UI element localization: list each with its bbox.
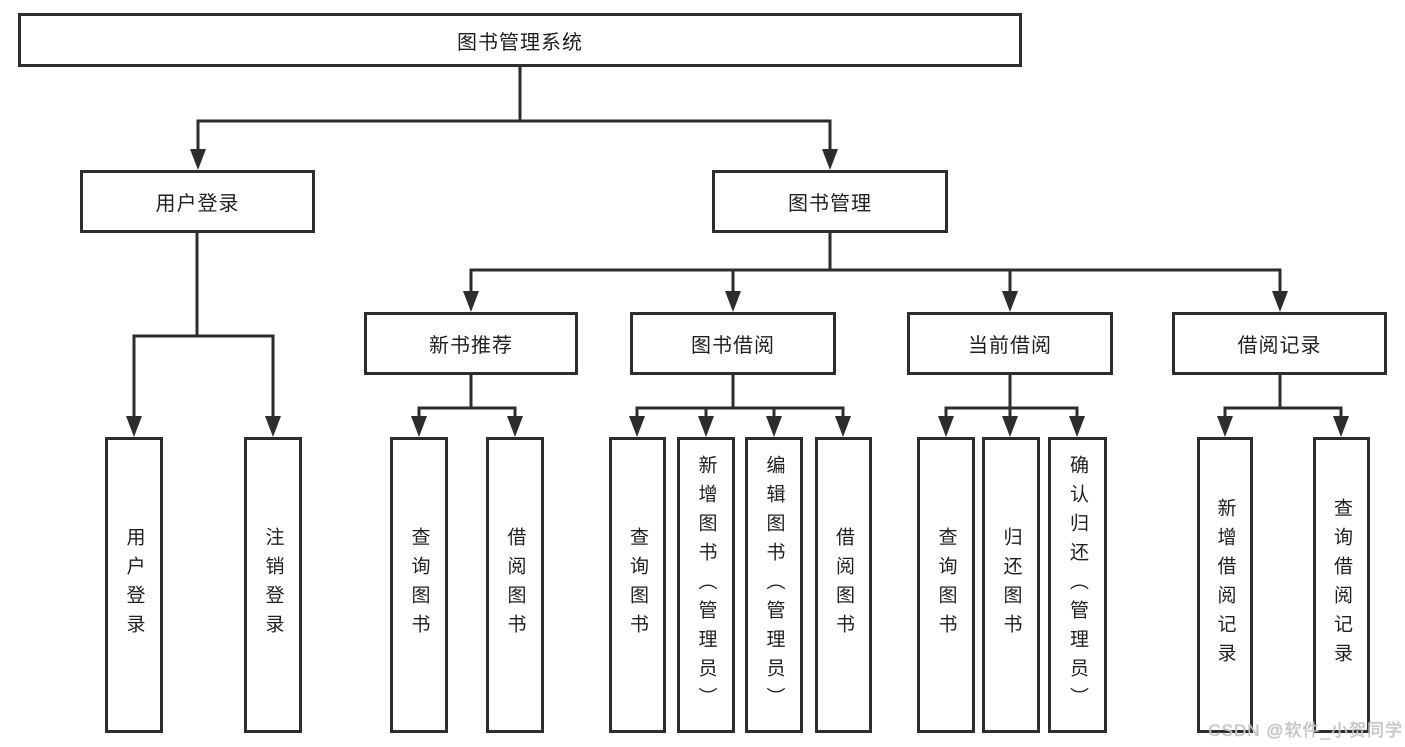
node-user-login-branch-label: 用户登录 — [155, 193, 240, 215]
leaf-query-books-recommend: 查询图书 — [390, 437, 448, 733]
node-book-borrowing-label: 图书借阅 — [691, 335, 775, 357]
leaf-add-borrow-record-label: 新增借阅记录 — [1214, 498, 1236, 672]
node-book-management-branch-label: 图书管理 — [788, 193, 872, 215]
leaf-query-books-current-label: 查询图书 — [935, 527, 957, 643]
leaf-logout-label: 注销登录 — [262, 527, 284, 643]
leaf-logout: 注销登录 — [244, 437, 302, 733]
leaf-user-login: 用户登录 — [105, 437, 163, 733]
leaf-query-books-borrowing-label: 查询图书 — [627, 527, 648, 643]
node-borrowing-records-label: 借阅记录 — [1237, 335, 1322, 357]
leaf-edit-books-admin: 编辑图书（管理员） — [745, 437, 803, 733]
leaf-return-books: 归还图书 — [982, 437, 1040, 733]
node-book-management-branch: 图书管理 — [712, 170, 948, 233]
leaf-query-borrow-record-label: 查询借阅记录 — [1331, 498, 1352, 672]
node-user-login-branch: 用户登录 — [80, 170, 315, 233]
leaf-add-borrow-record: 新增借阅记录 — [1197, 437, 1253, 733]
leaf-edit-books-admin-label: 编辑图书（管理员） — [763, 454, 785, 716]
leaf-query-borrow-record: 查询借阅记录 — [1313, 437, 1370, 733]
leaf-confirm-return-admin: 确认归还（管理员） — [1048, 437, 1107, 733]
leaf-query-books-recommend-label: 查询图书 — [408, 527, 430, 643]
node-new-book-recommend-label: 新书推荐 — [429, 335, 513, 357]
leaf-add-books-admin-label: 新增图书（管理员） — [695, 454, 717, 716]
leaf-borrow-books-borrowing-label: 借阅图书 — [833, 527, 854, 643]
node-root-system-label: 图书管理系统 — [457, 31, 583, 54]
node-borrowing-records: 借阅记录 — [1172, 312, 1387, 375]
node-root-system: 图书管理系统 — [18, 13, 1022, 67]
leaf-confirm-return-admin-label: 确认归还（管理员） — [1067, 454, 1088, 716]
node-current-borrowing-label: 当前借阅 — [968, 335, 1052, 357]
leaf-add-books-admin: 新增图书（管理员） — [677, 437, 735, 733]
leaf-query-books-current: 查询图书 — [917, 437, 975, 733]
leaf-borrow-books-borrowing: 借阅图书 — [815, 437, 872, 733]
leaf-borrow-books-recommend-label: 借阅图书 — [504, 527, 526, 643]
node-book-borrowing: 图书借阅 — [630, 312, 836, 375]
node-current-borrowing: 当前借阅 — [907, 312, 1113, 375]
node-new-book-recommend: 新书推荐 — [364, 312, 578, 375]
leaf-query-books-borrowing: 查询图书 — [609, 437, 666, 733]
leaf-user-login-label: 用户登录 — [123, 527, 145, 643]
leaf-return-books-label: 归还图书 — [1000, 527, 1022, 643]
leaf-borrow-books-recommend: 借阅图书 — [486, 437, 544, 733]
